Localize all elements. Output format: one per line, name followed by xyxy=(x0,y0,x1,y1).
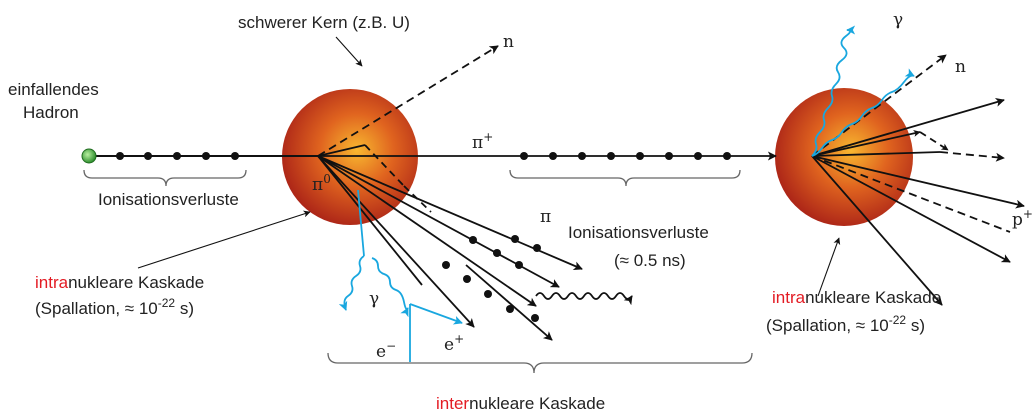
nucleus-right xyxy=(775,88,913,226)
ionization-label-left: Ionisationsverluste xyxy=(98,190,239,209)
photon-tracks-left xyxy=(338,189,463,362)
intra-label-right: intranukleare Kaskade xyxy=(772,288,941,307)
inter-label: internukleare Kaskade xyxy=(436,394,605,413)
heavy-nucleus-label: schwerer Kern (z.B. U) xyxy=(238,13,410,32)
time-label-mid: (≈ 0.5 ns) xyxy=(614,251,686,270)
proton-symbol: p+ xyxy=(1012,207,1033,230)
pointer-lines xyxy=(137,36,841,297)
gamma-symbol-right: γ xyxy=(893,10,903,30)
intra-label-left: intranukleare Kaskade xyxy=(35,273,204,292)
photon-tracks-right xyxy=(811,25,915,157)
pi-plus-symbol: π+ xyxy=(472,130,493,153)
incident-hadron xyxy=(81,148,97,164)
incident-track xyxy=(90,152,318,160)
ionization-label-mid: Ionisationsverluste xyxy=(568,223,709,242)
spallation-label-left: (Spallation, ≈ 10-22 s) xyxy=(35,296,194,318)
neutron-symbol-left: n xyxy=(503,32,514,52)
incident-label-line2: Hadron xyxy=(23,103,79,122)
pi-zero-symbol: π0 xyxy=(312,172,331,195)
electron-symbol: e− xyxy=(376,339,396,362)
gamma-symbol-left: γ xyxy=(369,289,379,309)
neutron-symbol-right: n xyxy=(955,57,966,77)
incident-label-line1: einfallendes xyxy=(8,80,99,99)
first-cascade-tracks xyxy=(317,45,777,341)
braces xyxy=(83,169,753,374)
second-cascade-tracks xyxy=(811,54,1025,306)
positron-symbol: e+ xyxy=(444,332,464,355)
ionization-dots xyxy=(442,152,731,322)
pi-symbol: π xyxy=(540,207,551,227)
spallation-label-right: (Spallation, ≈ 10-22 s) xyxy=(766,313,925,335)
